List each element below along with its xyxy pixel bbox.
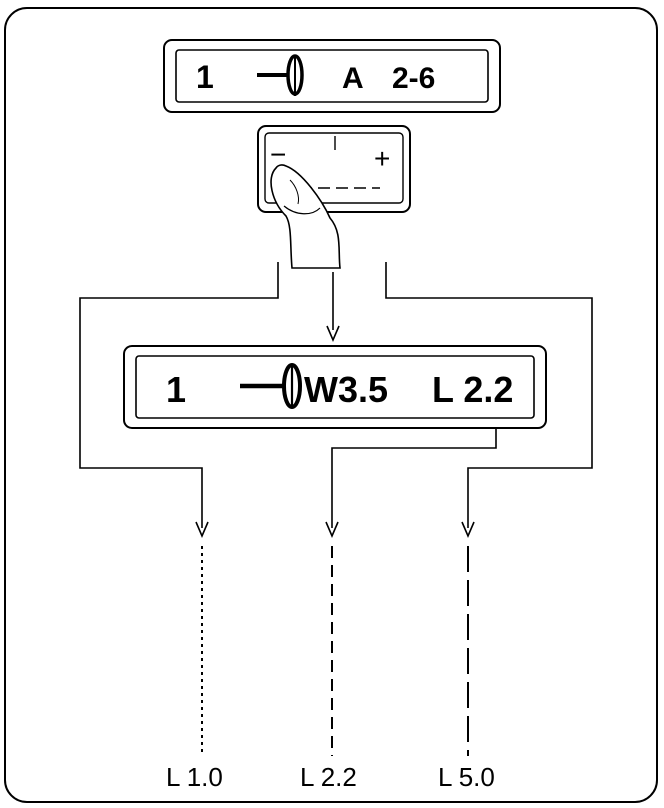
arrow-down-icon bbox=[325, 521, 339, 539]
stitch-label-long: L 5.0 bbox=[438, 762, 495, 792]
arrow-down-icon bbox=[326, 325, 340, 343]
middle-flow-line bbox=[331, 424, 497, 528]
right-flow-line bbox=[385, 262, 593, 528]
arrow-down-icon bbox=[461, 521, 475, 539]
main-display-program: 1 bbox=[166, 369, 186, 410]
top-display: 1 A 2-6 bbox=[163, 39, 501, 113]
finger-icon bbox=[270, 164, 341, 269]
top-display-screen bbox=[175, 49, 489, 103]
arrow-down-icon bbox=[195, 521, 209, 539]
top-display-program: 1 bbox=[196, 59, 214, 95]
main-display-screen bbox=[135, 355, 535, 419]
stitch-label-medium: L 2.2 bbox=[300, 762, 357, 792]
left-flow-line bbox=[79, 262, 279, 528]
plus-button[interactable]: + bbox=[374, 143, 390, 174]
top-display-mode: A bbox=[342, 62, 364, 95]
top-display-range: 2-6 bbox=[392, 62, 435, 95]
main-display-length: L 2.2 bbox=[432, 369, 513, 410]
stitch-label-short: L 1.0 bbox=[166, 762, 223, 792]
presser-foot-icon bbox=[257, 54, 304, 96]
presser-foot-icon bbox=[240, 363, 302, 409]
main-display-width: W3.5 bbox=[304, 369, 388, 410]
minus-button[interactable]: − bbox=[270, 139, 286, 170]
main-display: 1 W3.5 L 2.2 bbox=[123, 345, 547, 429]
